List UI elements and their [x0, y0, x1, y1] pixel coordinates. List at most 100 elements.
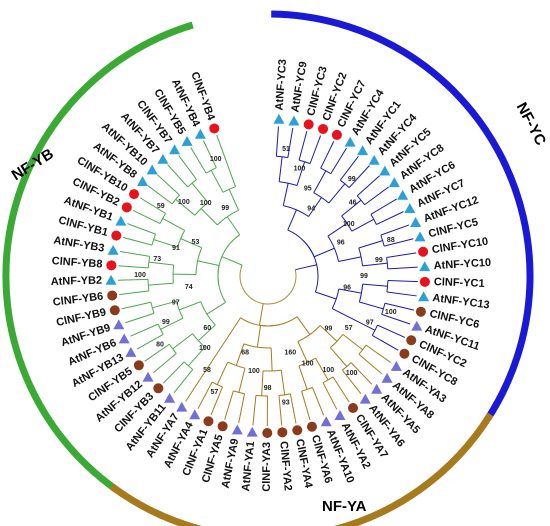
branch-segment: [210, 386, 223, 415]
branch-arc: [217, 234, 240, 285]
leaf-marker-circle: [217, 421, 228, 432]
branch-segment: [226, 216, 241, 236]
leaf-marker-circle: [111, 230, 122, 241]
branch-segment: [160, 317, 184, 330]
bootstrap-value: 51: [282, 146, 290, 153]
clade-label-nf-ya: NF-YA: [322, 498, 367, 515]
leaf-marker-triangle: [379, 165, 391, 176]
branch-segment: [256, 325, 262, 348]
bootstrap-value: 91: [172, 245, 180, 252]
bootstrap-value: 99: [360, 273, 368, 280]
branch-arc: [255, 394, 268, 397]
branch-segment: [132, 209, 161, 224]
leaf-label: AtNF-YC3: [274, 59, 290, 111]
branch-segment: [386, 252, 417, 258]
leaf-marker-triangle: [357, 145, 369, 156]
bootstrap-value: 100: [200, 200, 212, 207]
branch-segment: [341, 369, 362, 395]
branch-arc: [172, 264, 175, 284]
leaf-marker-circle: [348, 402, 359, 413]
bootstrap-value: 100: [248, 368, 260, 375]
branch-arc: [151, 233, 156, 246]
branch-segment: [387, 266, 418, 270]
branch-segment: [372, 334, 399, 351]
leaf-marker-triangle: [105, 274, 117, 285]
branch-segment: [370, 198, 397, 215]
leaf-marker-circle: [415, 306, 426, 317]
branch-segment: [327, 222, 348, 237]
root-arc: [263, 269, 297, 305]
leaf-marker-circle: [277, 427, 288, 438]
branch-segment: [173, 369, 194, 394]
branch-segment: [313, 170, 327, 193]
branch-arc: [233, 390, 245, 395]
branch-arc: [278, 393, 291, 396]
branch-segment: [362, 283, 388, 287]
branch-segment: [144, 343, 170, 362]
branch-segment: [197, 381, 213, 409]
branch-segment: [153, 353, 177, 374]
branch-segment: [330, 147, 347, 174]
clade-arc-yc: [271, 10, 534, 421]
branch-segment: [175, 198, 196, 216]
leaf-marker-triangle: [273, 113, 285, 124]
branch-segment: [298, 130, 308, 161]
bootstrap-value: 99: [324, 325, 332, 332]
branch-segment: [365, 344, 391, 363]
clade-stem: [221, 256, 243, 266]
bootstrap-value: 98: [264, 385, 272, 392]
branch-segment: [330, 347, 348, 367]
clade-stem: [258, 303, 264, 326]
leaf-marker-triangle: [246, 426, 258, 437]
branch-arc: [227, 361, 246, 369]
leaf-marker-triangle: [118, 333, 130, 344]
bootstrap-value: 74: [185, 284, 193, 291]
leaf-marker-triangle: [410, 217, 422, 227]
leaf-marker-triangle: [414, 231, 426, 242]
branch-arc: [339, 179, 350, 188]
leaf-marker-circle: [303, 119, 314, 130]
bootstrap-value: 100: [385, 309, 397, 316]
bootstrap-value: 99: [221, 205, 229, 212]
branch-segment: [238, 368, 246, 393]
branch-segment: [322, 382, 338, 410]
branch-arc: [222, 186, 236, 193]
leaf-label: ClNF-YC1: [434, 276, 485, 290]
root-arc: [239, 264, 264, 305]
branch-segment: [187, 346, 206, 367]
leaf-marker-triangle: [157, 153, 169, 164]
branch-segment: [216, 134, 236, 187]
leaf-label: ClNF-YA4: [293, 438, 314, 490]
branch-arc: [195, 247, 203, 275]
leaf-marker-triangle: [419, 261, 431, 272]
bootstrap-value: 99: [375, 257, 383, 264]
branch-segment: [148, 261, 174, 266]
bootstrap-value: 100: [294, 165, 306, 172]
branch-segment: [319, 325, 338, 342]
clade-label-nf-yc: NF-YC: [513, 100, 550, 149]
branch-segment: [127, 223, 156, 235]
leaf-marker-triangle: [146, 164, 158, 175]
branch-segment: [275, 126, 279, 157]
leaf-marker-circle: [133, 360, 144, 371]
branch-arc: [287, 229, 315, 257]
branch-segment: [198, 324, 216, 342]
leaf-marker-circle: [399, 348, 410, 359]
branch-segment: [296, 161, 306, 186]
branch-arc: [159, 213, 167, 224]
branch-segment: [270, 347, 273, 371]
leaf-label: ClNF-YB8: [51, 255, 102, 270]
branch-segment: [359, 301, 384, 310]
bootstrap-value: 100: [322, 367, 334, 374]
leaf-marker-circle: [203, 416, 214, 427]
branch-segment: [125, 312, 155, 324]
bootstrap-value: 57: [210, 389, 218, 396]
clade-arcs: [2, 10, 534, 526]
branch-segment: [384, 302, 415, 311]
branch-segment: [386, 291, 417, 297]
leaf-marker-triangle: [368, 154, 380, 165]
leaf-marker-triangle: [344, 136, 356, 147]
branch-segment: [387, 279, 418, 283]
clade-arc-ya: [109, 412, 494, 526]
